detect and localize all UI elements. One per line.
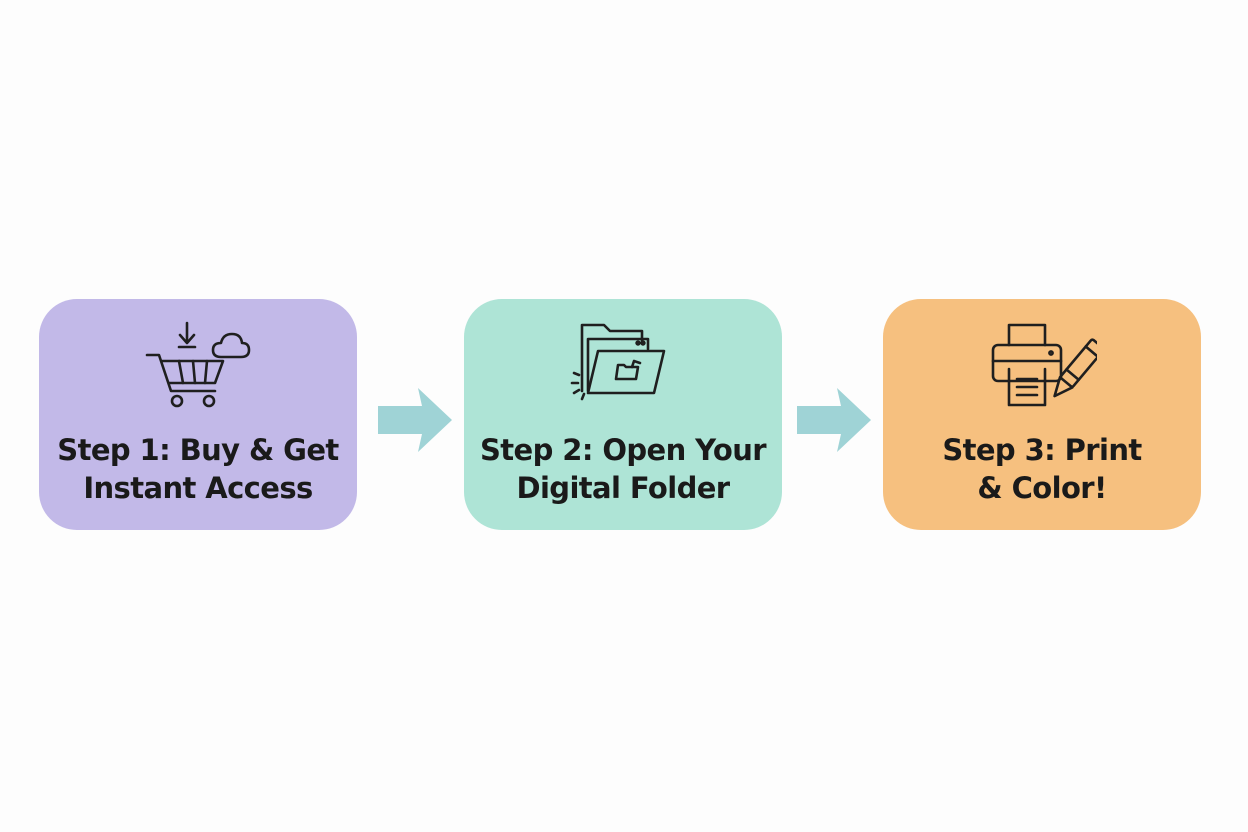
step-1-card: Step 1: Buy & Get Instant Access — [39, 299, 357, 530]
arrow-right-icon — [376, 388, 452, 452]
step-2-card: Step 2: Open Your Digital Folder — [464, 299, 782, 530]
step-2-label: Step 2: Open Your Digital Folder — [480, 433, 767, 505]
open-folder-icon — [568, 321, 678, 413]
arrow-right-icon — [795, 388, 871, 452]
step-3-label: Step 3: Print & Color! — [942, 433, 1142, 505]
step-1-label: Step 1: Buy & Get Instant Access — [57, 433, 339, 505]
shopping-cart-download-cloud-icon — [143, 321, 253, 413]
printer-crayon-icon — [987, 321, 1097, 413]
step-3-card: Step 3: Print & Color! — [883, 299, 1201, 530]
